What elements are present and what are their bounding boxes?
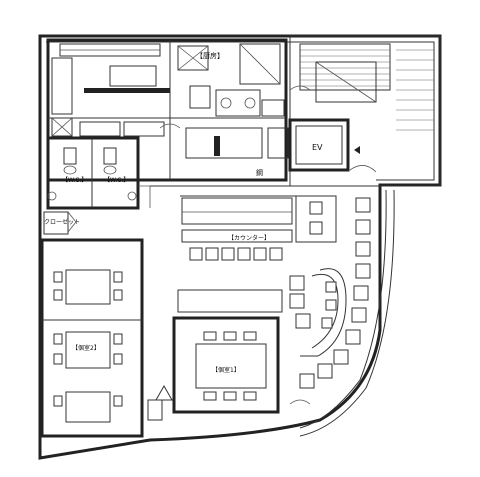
private-room-2-label: 【個室2】 — [72, 344, 100, 352]
private-room-1: 【個室1】 — [172, 289, 283, 414]
wc1-label: 【W.C.】 — [62, 177, 87, 184]
private-room-2: 【個室2】 — [40, 238, 173, 438]
restrooms: 【W.C.】 【W.C.】 — [46, 136, 151, 210]
kitchen-area: 【厨房】 — [46, 38, 289, 182]
exterior-walls — [38, 34, 442, 460]
corridor: 鋼 — [150, 168, 380, 197]
elevator-label: EV — [312, 143, 323, 152]
door-swings — [159, 85, 311, 405]
kitchen-label: 【厨房】 — [196, 51, 224, 60]
elevator: EV — [288, 118, 377, 173]
wc2-label: 【W.C.】 — [104, 177, 129, 184]
closet: クローゼット — [43, 211, 80, 235]
closet-label: クローゼット — [44, 218, 80, 226]
curved-bar-seating — [299, 197, 371, 389]
private-room-1-label: 【個室1】 — [212, 366, 240, 374]
counter-area: 【カウンター】 — [181, 195, 337, 329]
counter-label: 【カウンター】 — [228, 234, 270, 242]
corridor-mark: 鋼 — [256, 168, 263, 177]
